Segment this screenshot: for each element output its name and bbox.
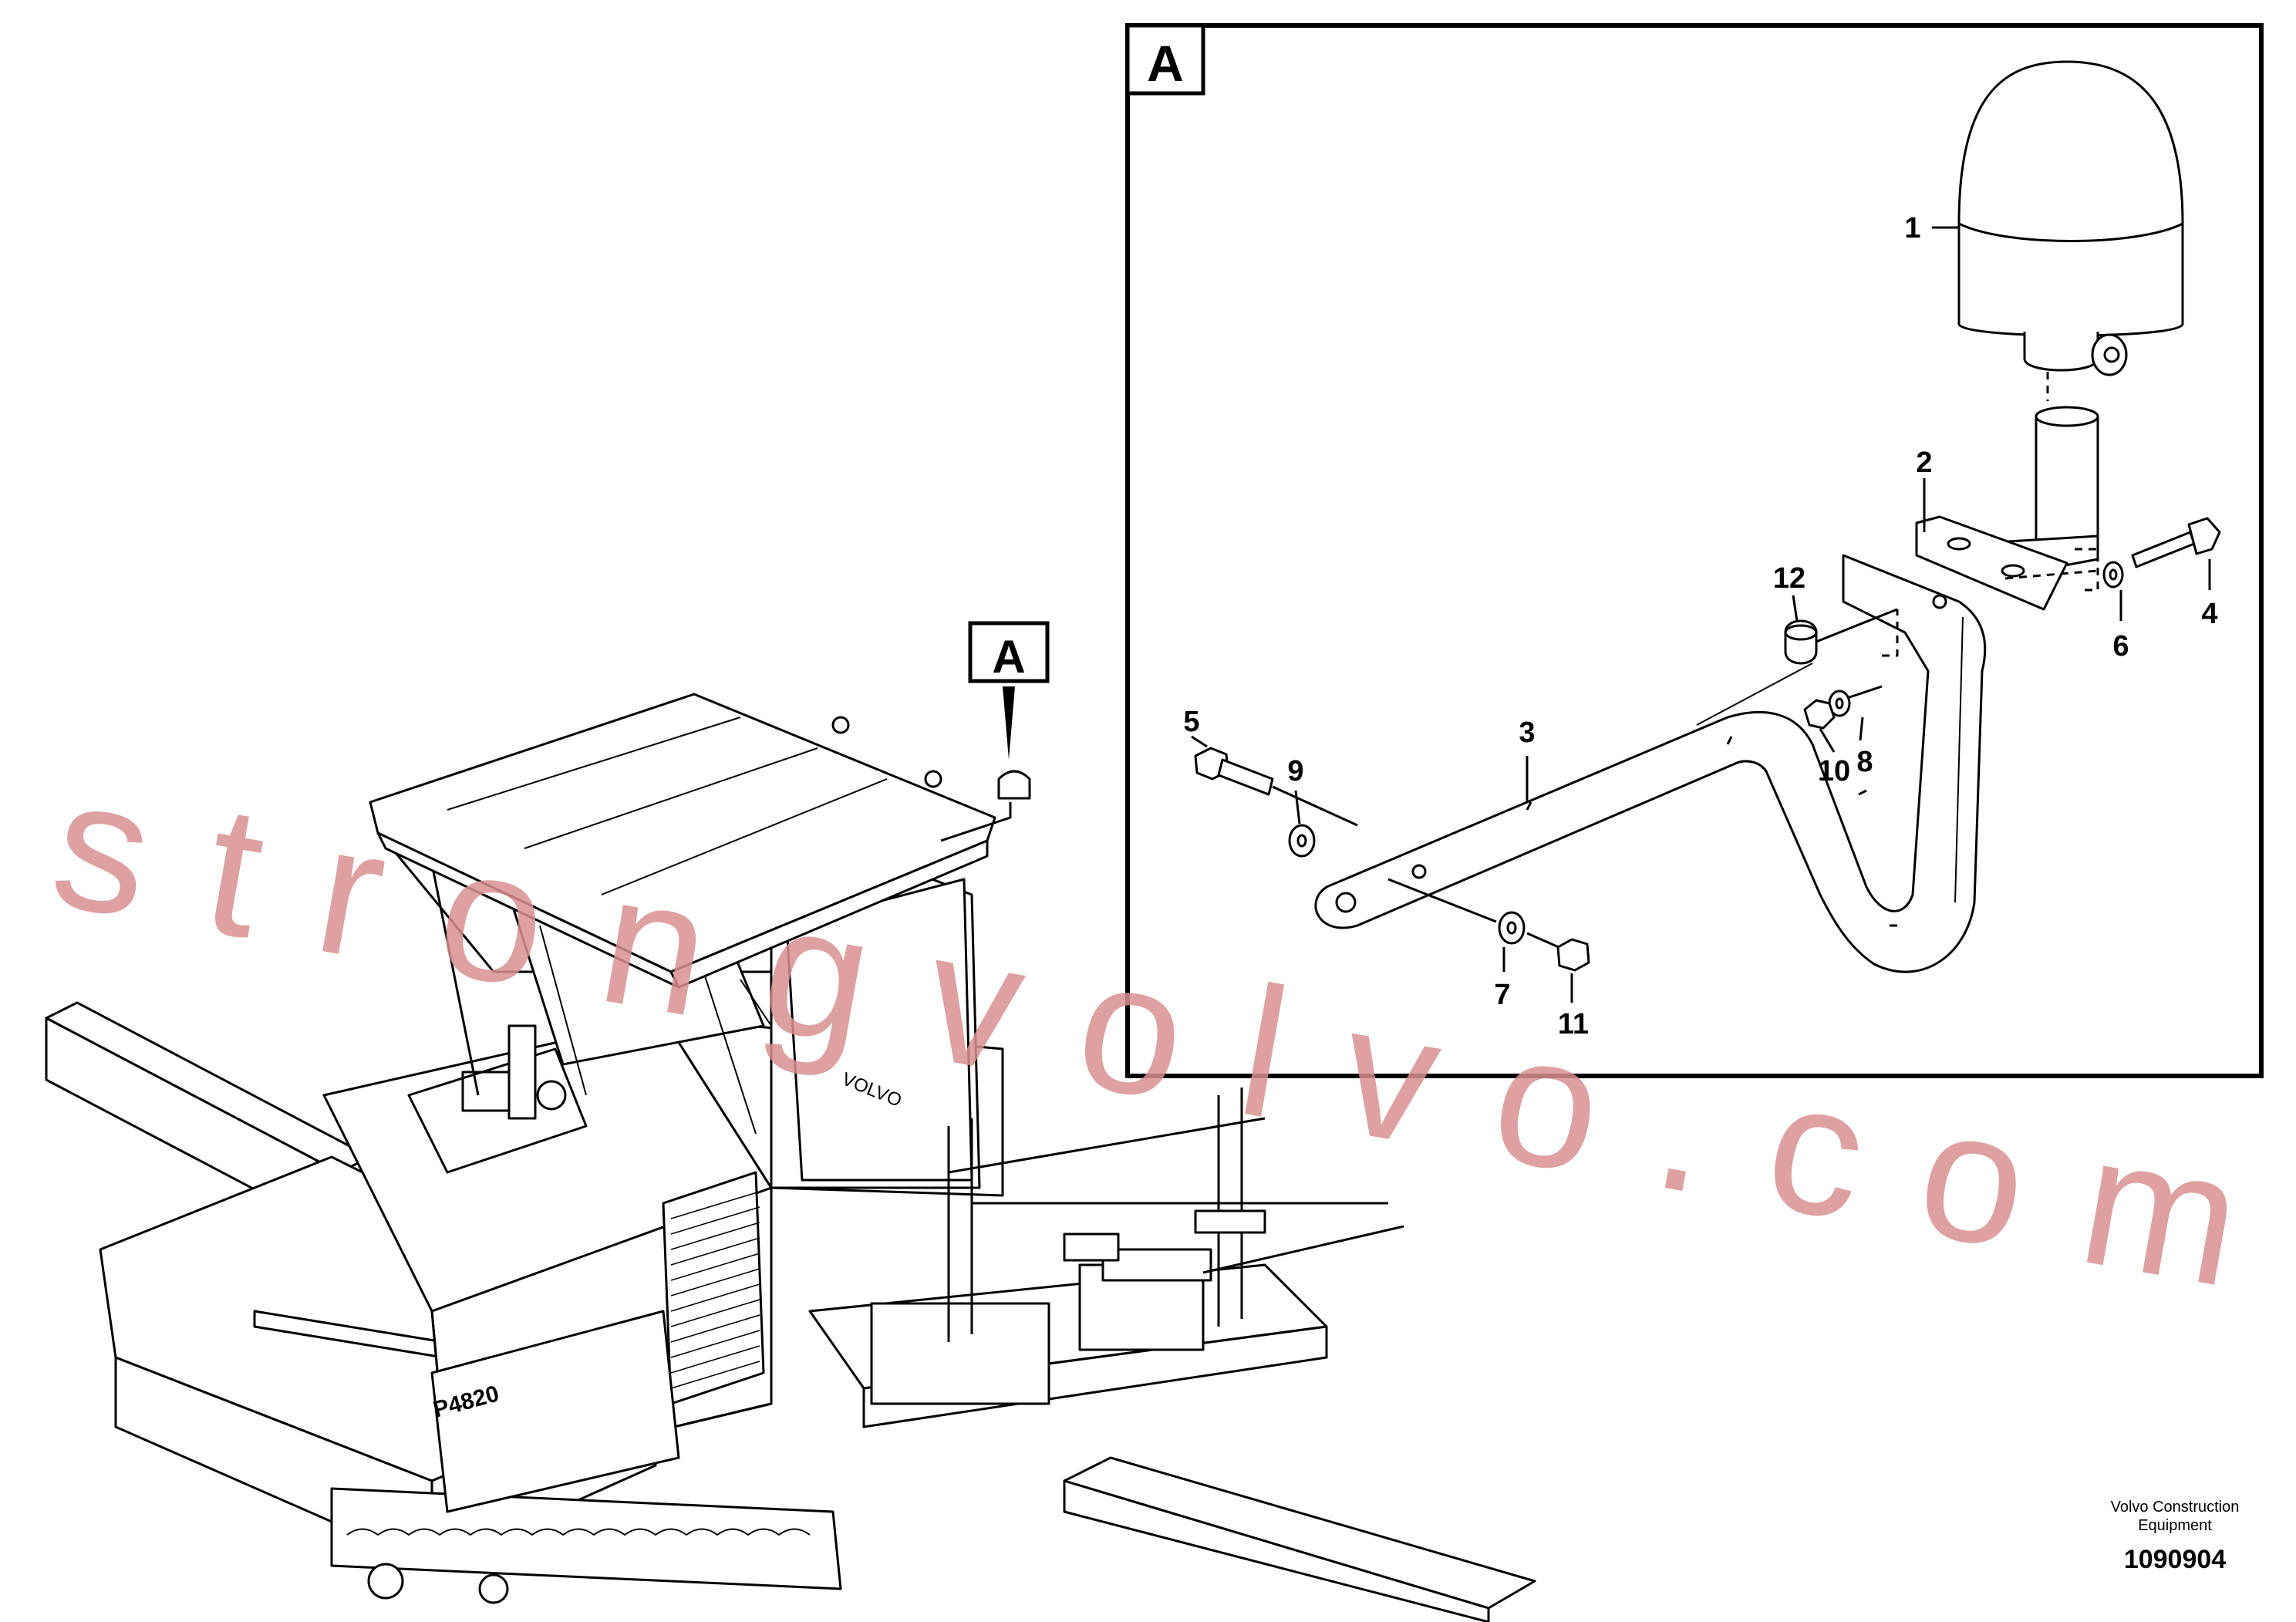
part-label-1: 1 — [1904, 212, 1920, 244]
part-5-bolt — [1194, 747, 1358, 827]
detail-a-frame: A — [1125, 23, 2264, 1078]
part-label-8: 8 — [1856, 746, 1873, 778]
callout-letter: A — [992, 631, 1025, 683]
part-label-4: 4 — [2201, 598, 2217, 630]
part-label-6: 6 — [2112, 630, 2129, 663]
part-11-nut — [1556, 938, 1590, 972]
roof-beacon-icon — [997, 770, 1031, 800]
part-12-nut — [1784, 608, 1898, 665]
part-label-9: 9 — [1287, 755, 1303, 787]
part-9-washer — [1288, 824, 1316, 858]
part-label-2: 2 — [1916, 447, 1932, 479]
part-6-washer — [2102, 561, 2124, 588]
part-label-10: 10 — [1818, 755, 1850, 787]
part-label-7: 7 — [1494, 979, 1510, 1011]
detail-callout: A — [968, 621, 1050, 760]
part-labels: 1 2 3 4 5 6 7 8 9 10 11 12 — [1183, 212, 2217, 1040]
detail-letter: A — [1147, 35, 1184, 92]
part-2-lamp-mount-bracket — [1915, 406, 2099, 611]
part-3-support-arm — [1314, 554, 1987, 973]
part-10-nut — [1803, 685, 1883, 730]
part-4-bolt — [2004, 517, 2221, 580]
part-label-12: 12 — [1773, 562, 1805, 595]
callout-pointer-icon — [1003, 686, 1015, 760]
part-label-5: 5 — [1183, 706, 1199, 738]
part-label-11: 11 — [1558, 1008, 1589, 1040]
callout-box — [968, 621, 1050, 683]
drawing-number: 1090904 — [2124, 1545, 2226, 1574]
part-label-3: 3 — [1519, 717, 1535, 749]
asphalt-paver-machine — [45, 693, 1536, 1622]
part-1-beacon-lamp — [1957, 60, 2184, 401]
part-7-washer — [1387, 878, 1566, 952]
